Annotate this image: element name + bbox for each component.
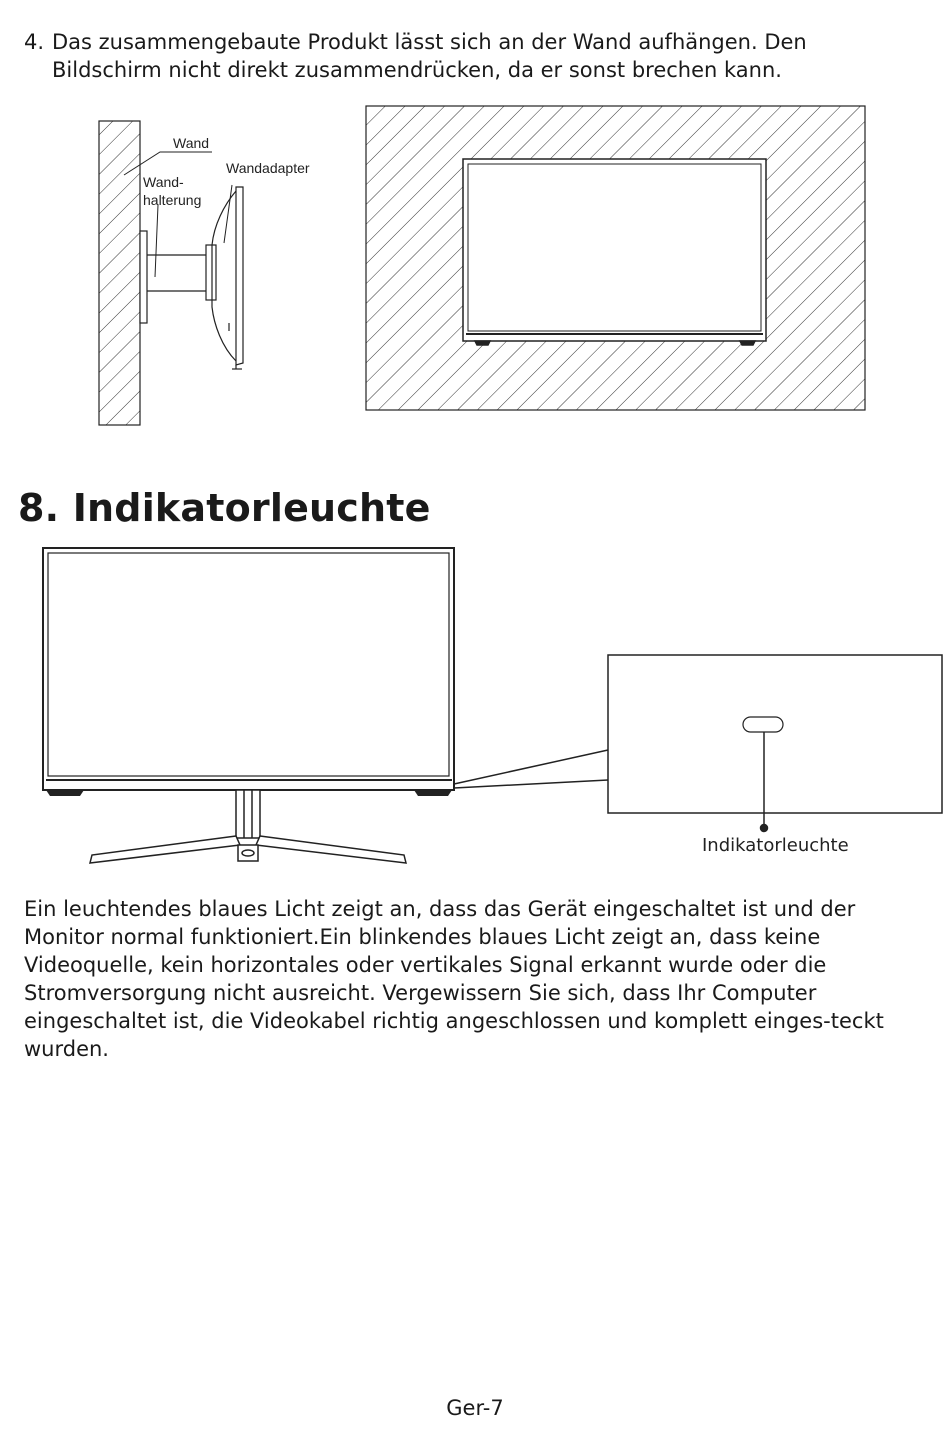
body-paragraph: Ein leuchtendes blaues Licht zeigt an, d… (24, 897, 884, 1061)
label-bracket-line1: Wand- (143, 174, 184, 190)
step-number: 4. (24, 30, 45, 54)
monitor-front (42, 547, 455, 796)
front-view-monitor (462, 158, 767, 346)
page-number: Ger-7 (446, 1396, 504, 1420)
side-view-wall (98, 120, 141, 426)
side-view-leaders (123, 151, 233, 278)
label-wall-adapter: Wandadapter (226, 160, 310, 176)
side-view-bracket (139, 230, 217, 324)
section-heading: 8. Indikatorleuchte (18, 486, 431, 530)
zoom-callout (453, 654, 943, 814)
label-indicator: Indikatorleuchte (702, 835, 849, 856)
label-bracket-line2: halterung (143, 192, 201, 208)
step-text: Das zusammengebaute Produkt lässt sich a… (52, 30, 807, 82)
indicator-leader (759, 732, 769, 833)
indicator-light-diagram: Indikatorleuchte (42, 547, 943, 864)
side-view-monitor (211, 186, 244, 370)
indicator-light-icon (742, 716, 784, 733)
wall-mount-diagram: Wand Wandadapter Wand- halterung (98, 105, 866, 426)
label-wall: Wand (173, 135, 209, 151)
monitor-stand (89, 789, 407, 864)
